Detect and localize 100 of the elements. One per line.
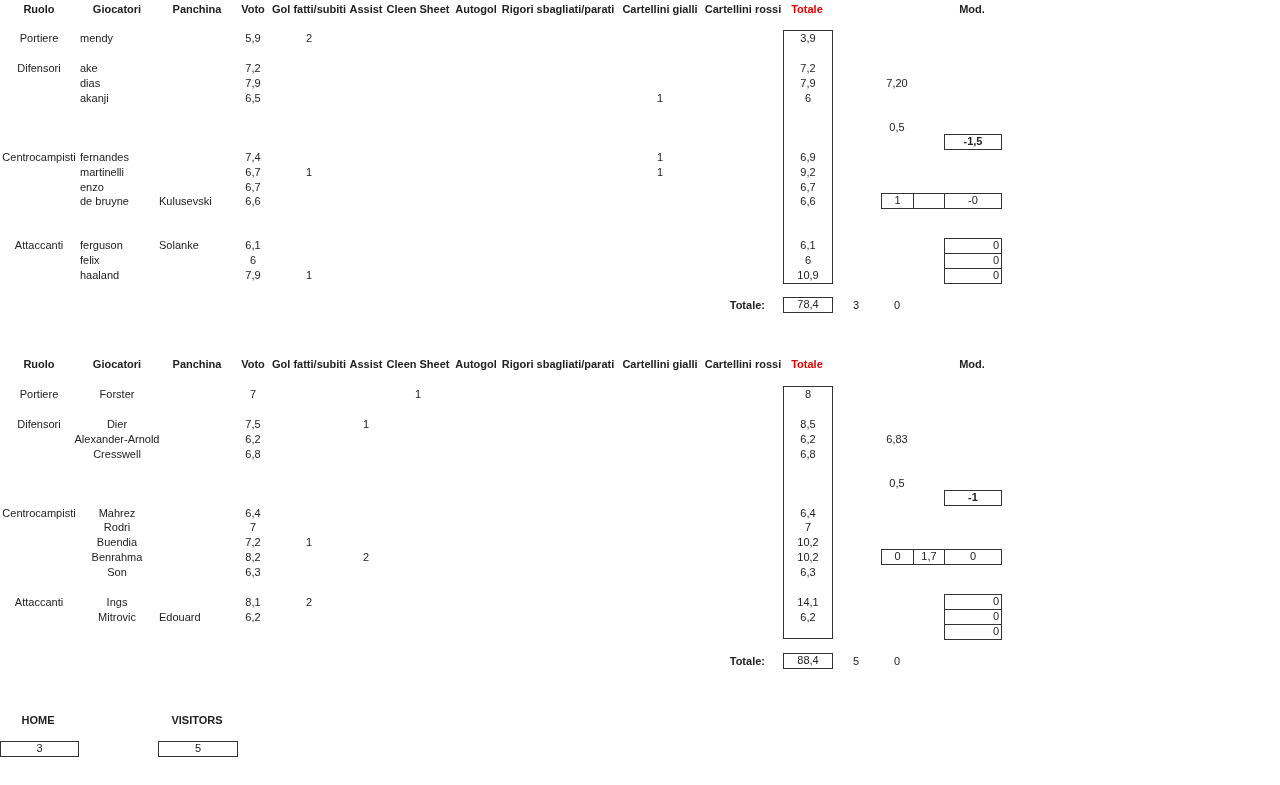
column-header: Voto: [241, 2, 265, 16]
column-header: Gol fatti/subiti: [272, 2, 346, 16]
score-value: 6: [249, 253, 257, 267]
total-column-box: [783, 30, 833, 284]
score-value: 6,1: [245, 238, 261, 252]
score-value: 1: [305, 535, 313, 549]
score-value: 1: [362, 417, 370, 431]
score-value: 7: [249, 387, 257, 401]
column-header: Autogol: [455, 2, 497, 16]
role-label: Difensori: [17, 61, 61, 75]
score-value: 8,1: [245, 595, 261, 609]
player-name: akanji: [80, 91, 109, 105]
player-name: de bruyne: [80, 194, 129, 208]
score-value: 6,5: [245, 91, 261, 105]
total-value: 10,2: [797, 535, 819, 549]
score-value: 7,20: [886, 76, 908, 90]
score-value: 1: [656, 165, 664, 179]
score-value: 5,9: [245, 31, 261, 45]
value-cell: 0: [881, 549, 914, 565]
value-cell: 0: [944, 624, 1002, 640]
player-name: ferguson: [80, 238, 123, 252]
role-label: Centrocampisti: [2, 506, 76, 520]
total-value: 7: [804, 520, 812, 534]
value-cell: -0: [944, 193, 1002, 209]
total-value: 8: [804, 387, 812, 401]
score-value: 6,3: [245, 565, 261, 579]
total-value: 3,9: [800, 31, 816, 45]
score-value: 7,9: [245, 76, 261, 90]
total-value: 6,2: [800, 432, 816, 446]
column-header: Assist: [349, 2, 383, 16]
empty-cell: [913, 193, 945, 209]
score-cell: 3: [0, 741, 79, 757]
player-name: Rodri: [103, 520, 131, 534]
score-value: 7: [249, 520, 257, 534]
column-header: Cartellini rossi: [704, 357, 782, 371]
score-value: 7,4: [245, 150, 261, 164]
total-label: Totale:: [729, 298, 765, 312]
total-value: 7,2: [800, 61, 816, 75]
player-name: ake: [80, 61, 98, 75]
total-value: 6,8: [800, 447, 816, 461]
role-label: Difensori: [17, 417, 61, 431]
score-value: 6,2: [245, 432, 261, 446]
total-value: 6: [804, 253, 812, 267]
total-cell: 78,4: [783, 297, 833, 313]
column-header: Autogol: [455, 357, 497, 371]
column-header: Panchina: [172, 357, 222, 371]
column-header: Rigori sbagliati/parati: [501, 2, 615, 16]
column-header: Giocatori: [92, 2, 142, 16]
total-value: 6,6: [800, 194, 816, 208]
player-name: Ings: [106, 595, 128, 609]
column-header: Panchina: [172, 2, 222, 16]
score-value: 6,7: [245, 180, 261, 194]
role-label: Portiere: [19, 387, 59, 401]
score-value: 0,5: [889, 476, 905, 490]
player-name: Son: [107, 565, 127, 579]
score-value: 3: [852, 298, 860, 312]
total-value: 6,9: [800, 150, 816, 164]
role-label: Portiere: [19, 31, 59, 45]
role-label: Attaccanti: [14, 595, 64, 609]
score-value: 1: [305, 268, 313, 282]
score-value: 0: [893, 654, 901, 668]
score-value: 6,8: [245, 447, 261, 461]
player-name: Mitrovic: [98, 610, 136, 624]
column-header: Cartellini rossi: [704, 2, 782, 16]
player-name: Buendia: [96, 535, 138, 549]
bench-player-name: Solanke: [159, 238, 199, 252]
total-value: 6,2: [800, 610, 816, 624]
player-name: haaland: [80, 268, 120, 282]
column-header: Cartellini gialli: [622, 2, 698, 16]
score-cell: 5: [158, 741, 238, 757]
bench-player-name: Kulusevski: [159, 194, 212, 208]
score-value: 1: [656, 150, 664, 164]
column-header: Cleen Sheet: [386, 357, 450, 371]
score-value: 7,5: [245, 417, 261, 431]
player-name: fernandes: [80, 150, 129, 164]
total-value: 8,5: [800, 417, 816, 431]
column-header: Cleen Sheet: [386, 2, 450, 16]
score-value: 7,2: [245, 61, 261, 75]
value-cell: 0: [944, 594, 1002, 610]
value-cell: 1,7: [913, 549, 945, 565]
player-name: Forster: [99, 387, 135, 401]
total-value: 6,4: [800, 506, 816, 520]
column-header: Ruolo: [23, 357, 55, 371]
total-value: 10,9: [797, 268, 819, 282]
total-column-box: [783, 386, 833, 639]
role-label: Centrocampisti: [2, 150, 76, 164]
score-value: 2: [362, 550, 370, 564]
value-cell: 1: [881, 193, 914, 209]
total-value: 6: [804, 91, 812, 105]
score-value: 5: [852, 654, 860, 668]
column-header: Totale: [791, 357, 823, 371]
total-value: 9,2: [800, 165, 816, 179]
total-cell: 88,4: [783, 653, 833, 669]
score-value: 7,2: [245, 535, 261, 549]
total-value: 6,7: [800, 180, 816, 194]
bench-player-name: Edouard: [159, 610, 201, 624]
score-value: 6,6: [245, 194, 261, 208]
column-header: Voto: [241, 357, 265, 371]
role-label: Attaccanti: [14, 238, 64, 252]
player-name: Alexander-Arnold: [74, 432, 160, 446]
